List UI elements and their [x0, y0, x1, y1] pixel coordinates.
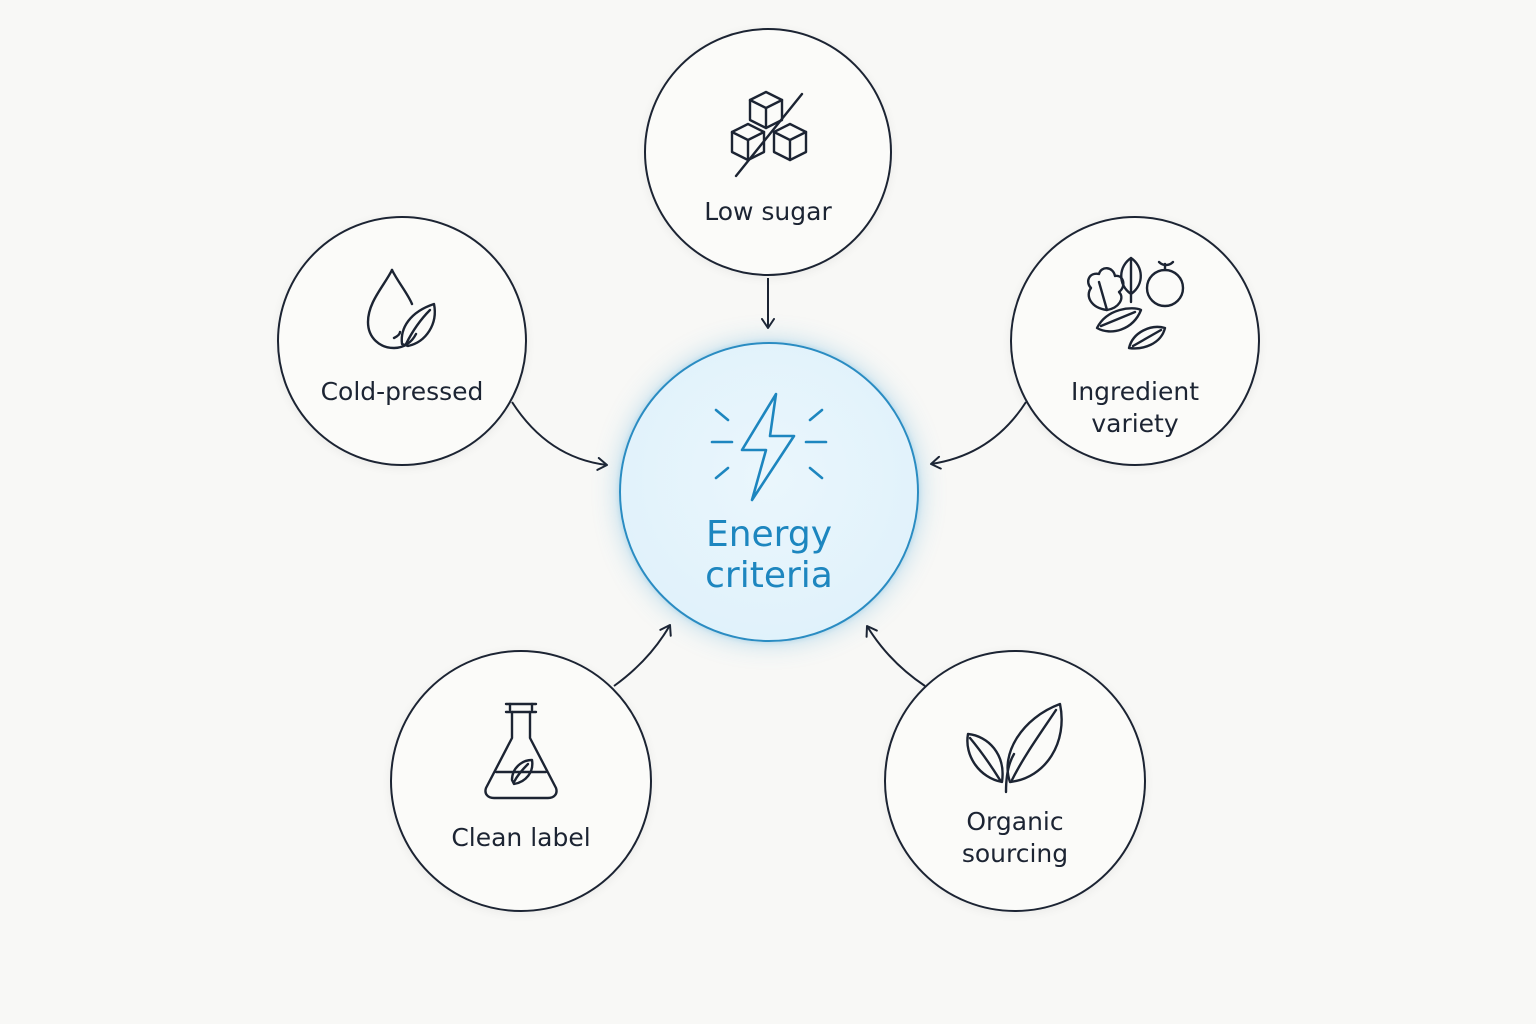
node-low-sugar: Low sugar	[644, 28, 892, 276]
droplet-leaf-icon	[366, 268, 436, 350]
center-node-energy-criteria: Energy criteria	[619, 342, 919, 642]
arrow-ingredient-variety-to-center	[930, 401, 1027, 470]
flask-leaf-icon	[484, 702, 558, 800]
center-label: Energy criteria	[705, 514, 833, 596]
lightning-bolt-icon	[710, 392, 828, 502]
sugar-cubes-crossed-icon	[730, 90, 808, 178]
node-label: Organic sourcing	[961, 807, 1069, 868]
node-cold-pressed: Cold-pressed	[277, 216, 527, 466]
arrow-cold-pressed-to-center	[511, 401, 608, 471]
arrow-clean-label-to-center	[613, 624, 672, 687]
node-label: Clean label	[451, 823, 591, 852]
arrow-organic-sourcing-to-center	[865, 625, 926, 687]
node-organic-sourcing: Organic sourcing	[884, 650, 1146, 912]
node-label: Low sugar	[704, 197, 832, 226]
leaves-fruit-icon	[1087, 256, 1185, 350]
node-ingredient-variety: Ingredient variety	[1010, 216, 1260, 466]
node-label: Cold-pressed	[320, 377, 484, 406]
node-label: Ingredient variety	[1070, 377, 1200, 438]
sprout-leaves-icon	[966, 702, 1063, 794]
node-clean-label: Clean label	[390, 650, 652, 912]
